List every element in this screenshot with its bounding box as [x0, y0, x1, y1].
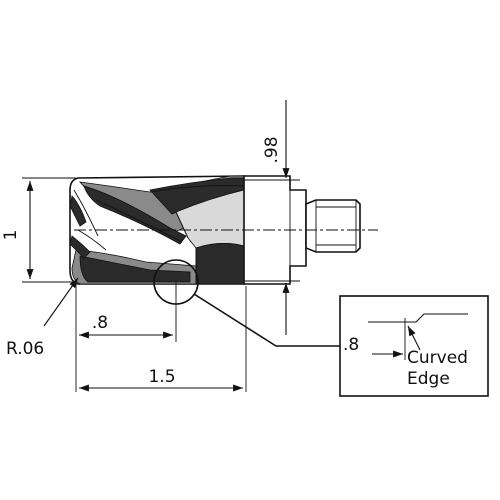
curved-edge-leader — [407, 325, 421, 351]
helix-lines — [95, 185, 245, 284]
detail-curved-edge — [368, 313, 468, 323]
curved-edge-label-2: Edge — [407, 369, 450, 389]
overall-length-label: 1.5 — [148, 367, 175, 387]
flute-length-dimension: .8 — [75, 282, 177, 392]
flute-dark-1 — [83, 185, 187, 245]
detail-box — [339, 295, 489, 397]
tip-edge-bottom — [69, 235, 91, 259]
flute-length-label: .8 — [92, 313, 108, 333]
flute-dark-3 — [195, 243, 245, 285]
diameter-label: 1 — [1, 230, 21, 241]
diameter-dimension: 1 — [1, 177, 76, 283]
threaded-shank — [305, 199, 361, 253]
detail-view: .8 Curved Edge — [339, 295, 489, 397]
detail-circle — [153, 259, 199, 305]
radius-leader — [43, 277, 79, 327]
neck-label: .98 — [262, 136, 282, 163]
radius-label: R.06 — [6, 339, 44, 359]
corner-radius-callout: R.06 — [6, 277, 79, 359]
detail-length-label: .8 — [343, 335, 359, 355]
curved-edge-label-1: Curved — [407, 348, 468, 368]
flute-dark-4 — [79, 255, 191, 283]
tip-edge-lines — [73, 189, 107, 251]
overall-length-dimension: 1.5 — [79, 286, 247, 392]
detail-leader — [193, 293, 340, 347]
neck-dimension: .98 — [244, 100, 300, 335]
tool-head — [69, 175, 245, 285]
tip-edge-top — [69, 195, 87, 227]
